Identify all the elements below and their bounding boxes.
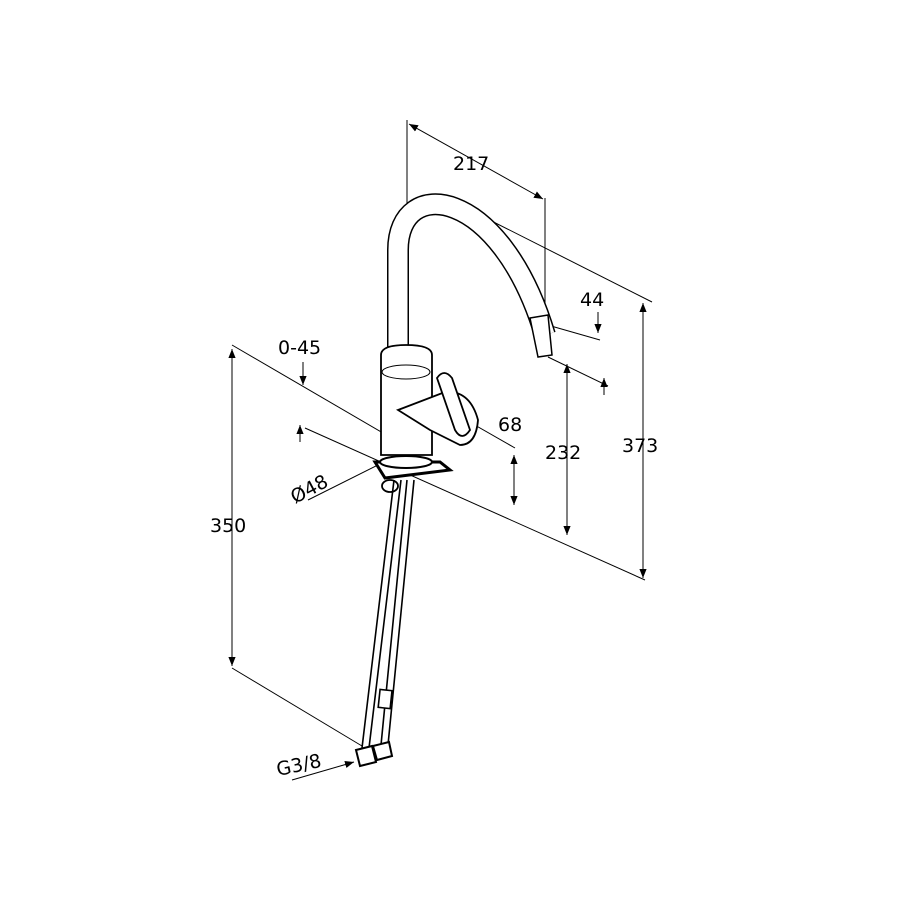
dim-connection-thread: G3/8 — [274, 750, 323, 781]
dim-hose-length: 350 — [210, 515, 246, 537]
spout-tip — [529, 314, 553, 358]
handle-grip — [435, 372, 471, 437]
dimension-lines — [228, 123, 647, 781]
faucet — [354, 193, 556, 768]
nut-left — [354, 744, 378, 768]
hose-left — [361, 479, 402, 749]
dim-handle-height: 68 — [498, 414, 522, 436]
dim-spout-reach: 217 — [453, 153, 489, 175]
dim-outlet-height: 232 — [545, 442, 581, 464]
dim-total-height: 373 — [622, 435, 658, 457]
faucet-body — [380, 344, 433, 456]
dim-swivel-angle: 0-45 — [278, 337, 321, 359]
dim-spout-tip: 44 — [580, 289, 604, 311]
nut-right — [371, 740, 394, 762]
dim-base-diameter: Ø48 — [287, 471, 332, 509]
